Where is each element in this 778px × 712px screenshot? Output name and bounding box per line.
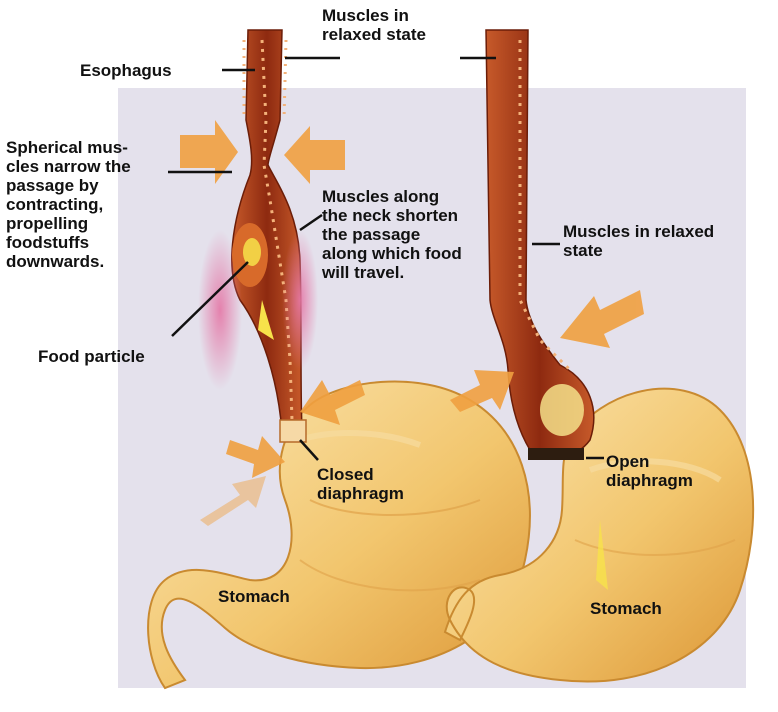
closed-diaphragm <box>280 420 306 442</box>
label-stomach-left: Stomach <box>218 587 290 606</box>
label-esophagus: Esophagus <box>80 61 172 80</box>
label-closed-diaphragm: Closed diaphragm <box>317 465 404 503</box>
label-open-diaphragm: Open diaphragm <box>606 452 693 490</box>
label-neck-muscles: Muscles along the neck shorten the passa… <box>322 187 462 282</box>
open-diaphragm <box>528 448 584 460</box>
label-muscles-relaxed-top: Muscles in relaxed state <box>322 6 426 44</box>
label-food-particle: Food particle <box>38 347 145 366</box>
label-stomach-right: Stomach <box>590 599 662 618</box>
label-spherical-muscles: Spherical mus- cles narrow the passage b… <box>6 138 131 271</box>
contraction-glow-right <box>282 230 318 370</box>
label-muscles-relaxed-right: Muscles in relaxed state <box>563 222 714 260</box>
